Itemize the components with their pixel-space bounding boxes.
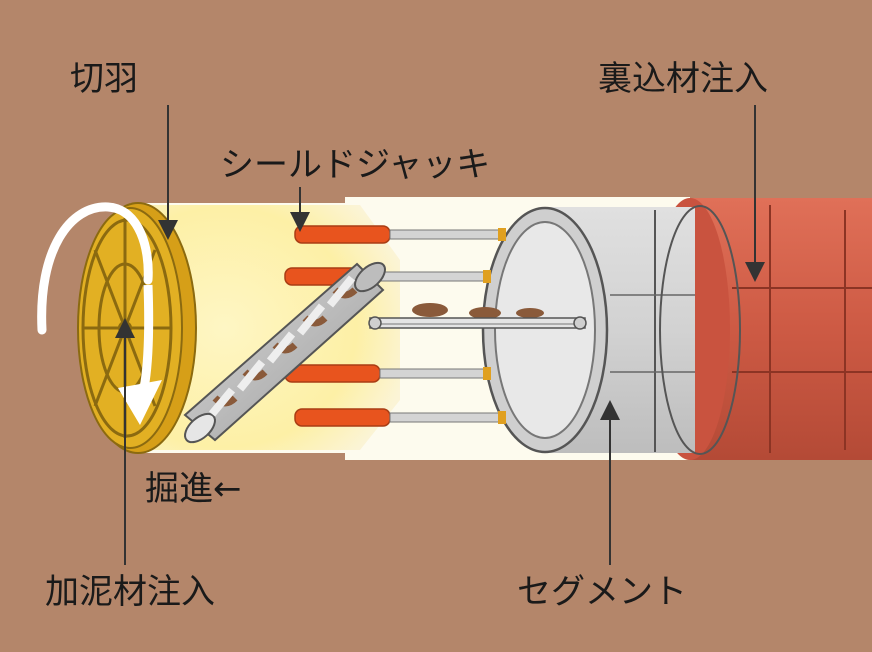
shield-jacks [284, 225, 506, 427]
belt-conveyor [368, 303, 587, 330]
label-cutter-face: 切羽 [70, 59, 138, 99]
shield-jack-3 [284, 364, 491, 383]
leader-lines [115, 105, 765, 565]
label-backfill-injection: 裏込材注入 [598, 59, 768, 99]
rotation-arrow-icon [37, 202, 162, 425]
shield-jack-1 [294, 225, 506, 244]
shield-jack-4 [294, 408, 506, 427]
label-segment: セグメント [517, 572, 687, 612]
label-shield-jack: シールドジャッキ [220, 145, 491, 185]
label-mud-injection: 加泥材注入 [45, 572, 215, 612]
label-excavation: 掘進← [145, 469, 242, 509]
screw-conveyor [183, 261, 386, 444]
segment-ring [481, 205, 741, 455]
